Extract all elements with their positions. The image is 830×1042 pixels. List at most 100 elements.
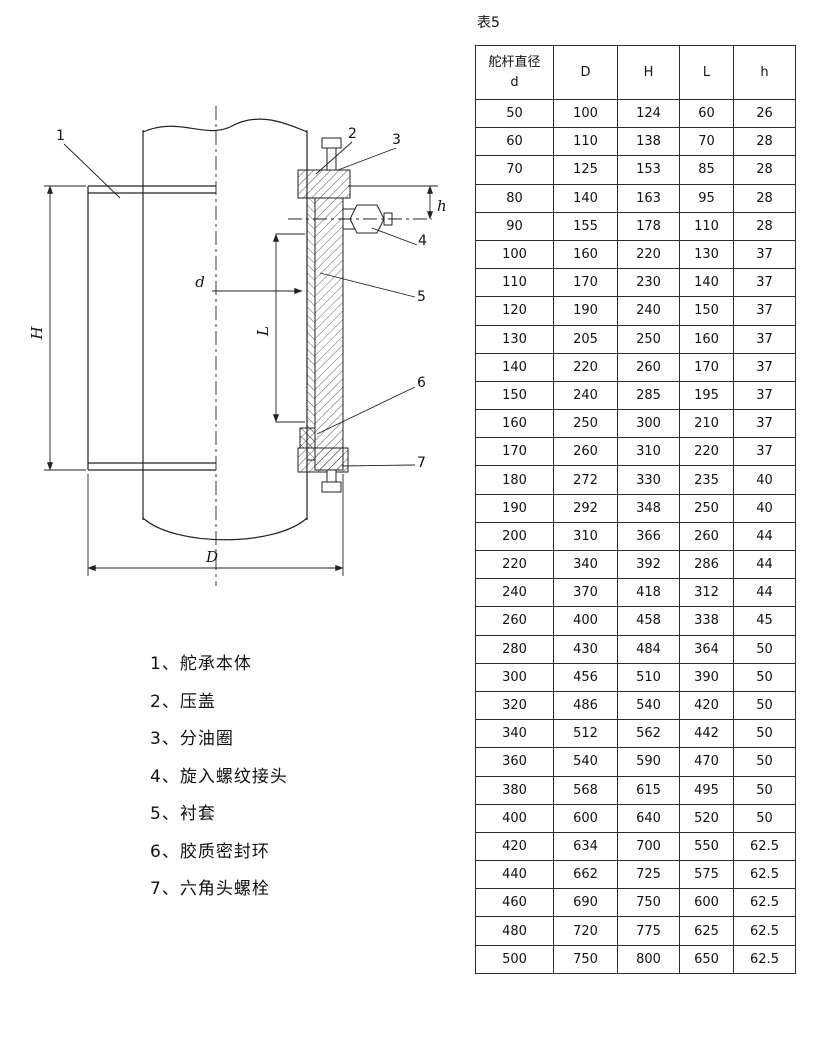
table-cell: 260 <box>617 352 680 382</box>
table-cell: 470 <box>679 747 734 777</box>
table-cell: 300 <box>475 662 554 692</box>
table-cell: 230 <box>617 268 680 298</box>
table-cell: 110 <box>679 211 734 241</box>
table-cell: 240 <box>475 578 554 608</box>
table-cell: 520 <box>679 803 734 833</box>
centerlines <box>215 106 432 586</box>
table-cell: 95 <box>679 183 734 213</box>
table-cell: 70 <box>475 155 554 185</box>
table-cell: 250 <box>617 324 680 354</box>
table-cell: 220 <box>475 549 554 580</box>
gland-section <box>297 169 351 199</box>
table-cell: 330 <box>617 465 680 495</box>
table-cell: 625 <box>679 916 734 946</box>
callout-5: 5 <box>417 289 426 305</box>
table-cell: 442 <box>679 719 734 749</box>
table-cell: 90 <box>475 211 554 241</box>
table-cell: 130 <box>475 324 554 354</box>
table-cell: 460 <box>475 888 554 918</box>
table-cell: 210 <box>679 409 734 439</box>
table-cell: 340 <box>553 549 618 580</box>
table-cell: 50 <box>733 634 796 664</box>
legend-item: 6、胶质密封环 <box>150 841 270 862</box>
table-cell: 775 <box>617 916 680 946</box>
table-cell: 160 <box>475 409 554 439</box>
table-cell: 37 <box>733 352 796 382</box>
table-label: 表5 <box>477 15 500 31</box>
table-cell: 800 <box>617 944 680 974</box>
table-cell: 486 <box>553 690 618 721</box>
table-cell: 140 <box>679 268 734 298</box>
table-cell: 130 <box>679 239 734 270</box>
legend-item: 3、分油圈 <box>150 729 234 749</box>
table-cell: 512 <box>553 719 618 749</box>
table-cell: 124 <box>617 98 680 129</box>
table-cell: 260 <box>475 606 554 636</box>
table-cell: 650 <box>679 944 734 974</box>
callout-2: 2 <box>348 126 357 142</box>
table-cell: 235 <box>679 465 734 495</box>
rudder-stock-shaft <box>142 118 308 541</box>
bearing-housing-outline <box>87 185 216 471</box>
table-cell: 550 <box>679 831 734 862</box>
table-cell: 260 <box>679 521 734 552</box>
table-cell: 568 <box>553 775 618 805</box>
callout-3: 3 <box>392 132 401 148</box>
table-cell: 50 <box>733 662 796 692</box>
table-cell: 380 <box>475 775 554 805</box>
seal-ring-crosshatch <box>299 427 316 449</box>
dimension-labels: H d L D h <box>28 197 447 566</box>
table-cell: 110 <box>553 127 618 157</box>
legend-item: 4、旋入螺纹接头 <box>150 766 288 787</box>
dimension-lines <box>44 185 438 576</box>
table-cell: 37 <box>733 324 796 354</box>
table-cell: 700 <box>617 831 680 862</box>
table-cell: 138 <box>617 127 680 157</box>
column-header: H <box>617 45 680 100</box>
table-cell: 50 <box>733 690 796 721</box>
table-cell: 370 <box>553 578 618 608</box>
table-cell: 495 <box>679 775 734 805</box>
section-parts <box>297 137 393 493</box>
column-header: 舵杆直径 d <box>475 45 554 100</box>
table-cell: 28 <box>733 127 796 157</box>
table-cell: 366 <box>617 521 680 552</box>
table-cell: 662 <box>553 860 618 890</box>
table-cell: 37 <box>733 380 796 411</box>
table-cell: 400 <box>553 606 618 636</box>
table-cell: 195 <box>679 380 734 411</box>
table-cell: 70 <box>679 127 734 157</box>
table-cell: 320 <box>475 690 554 721</box>
table-cell: 50 <box>733 775 796 805</box>
column-header: D <box>553 45 618 100</box>
housing-wall-section <box>314 197 344 471</box>
table-cell: 160 <box>553 239 618 270</box>
table-cell: 338 <box>679 606 734 636</box>
table-cell: 28 <box>733 211 796 241</box>
table-cell: 44 <box>733 521 796 552</box>
table-cell: 285 <box>617 380 680 411</box>
table-cell: 50 <box>733 803 796 833</box>
table-cell: 440 <box>475 860 554 890</box>
table-cell: 155 <box>553 211 618 241</box>
table-cell: 50 <box>733 747 796 777</box>
table-cell: 62.5 <box>733 916 796 946</box>
table-cell: 150 <box>679 296 734 326</box>
table-cell: 312 <box>679 578 734 608</box>
callout-leaders <box>63 141 418 467</box>
